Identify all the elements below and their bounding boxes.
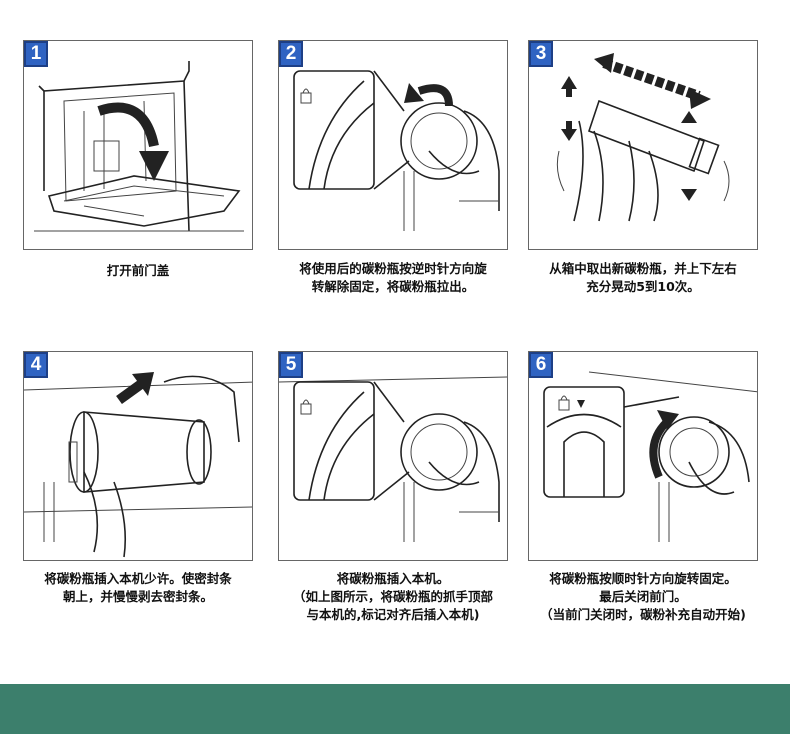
lock-icon bbox=[558, 399, 570, 411]
shake-toner-illustration bbox=[556, 53, 730, 222]
peel-seal-illustration bbox=[24, 372, 252, 558]
step-3-number: 3 bbox=[529, 41, 553, 67]
step-4-panel: 4 bbox=[23, 351, 253, 561]
step-2-number: 2 bbox=[279, 41, 303, 67]
step-6-panel: 6 bbox=[528, 351, 758, 561]
step-5-caption: 将碳粉瓶插入本机。 （如上图所示，将碳粉瓶的抓手顶部 与本机的,标记对齐后插入本… bbox=[292, 571, 493, 622]
step-2-panel: 2 bbox=[278, 40, 508, 250]
step-1-caption: 打开前门盖 bbox=[106, 263, 170, 278]
step-4-number: 4 bbox=[24, 352, 48, 378]
insert-toner-illustration bbox=[279, 376, 507, 542]
step-3-panel: 3 bbox=[528, 40, 758, 250]
footer-band bbox=[0, 684, 790, 734]
lock-icon bbox=[300, 403, 312, 415]
open-front-cover-illustration bbox=[34, 61, 244, 232]
step-5-panel: 5 bbox=[278, 351, 508, 561]
lock-icon bbox=[300, 92, 312, 104]
step-1-panel: 1 bbox=[23, 40, 253, 250]
step-3-caption: 从箱中取出新碳粉瓶，并上下左右 充分晃动5到10次。 bbox=[549, 261, 737, 294]
step-4-caption: 将碳粉瓶插入本机少许。使密封条 朝上，并慢慢剥去密封条。 bbox=[44, 571, 232, 604]
lock-toner-illustration bbox=[543, 371, 757, 542]
step-5-number: 5 bbox=[279, 352, 303, 378]
step-6-number: 6 bbox=[529, 352, 553, 378]
remove-toner-illustration bbox=[293, 70, 500, 231]
step-1-number: 1 bbox=[24, 41, 48, 67]
step-2-caption: 将使用后的碳粉瓶按逆时针方向旋 转解除固定，将碳粉瓶拉出。 bbox=[299, 261, 487, 294]
step-6-caption: 将碳粉瓶按顺时针方向旋转固定。 最后关闭前门。 （当前门关闭时，碳粉补充自动开始… bbox=[540, 571, 746, 622]
